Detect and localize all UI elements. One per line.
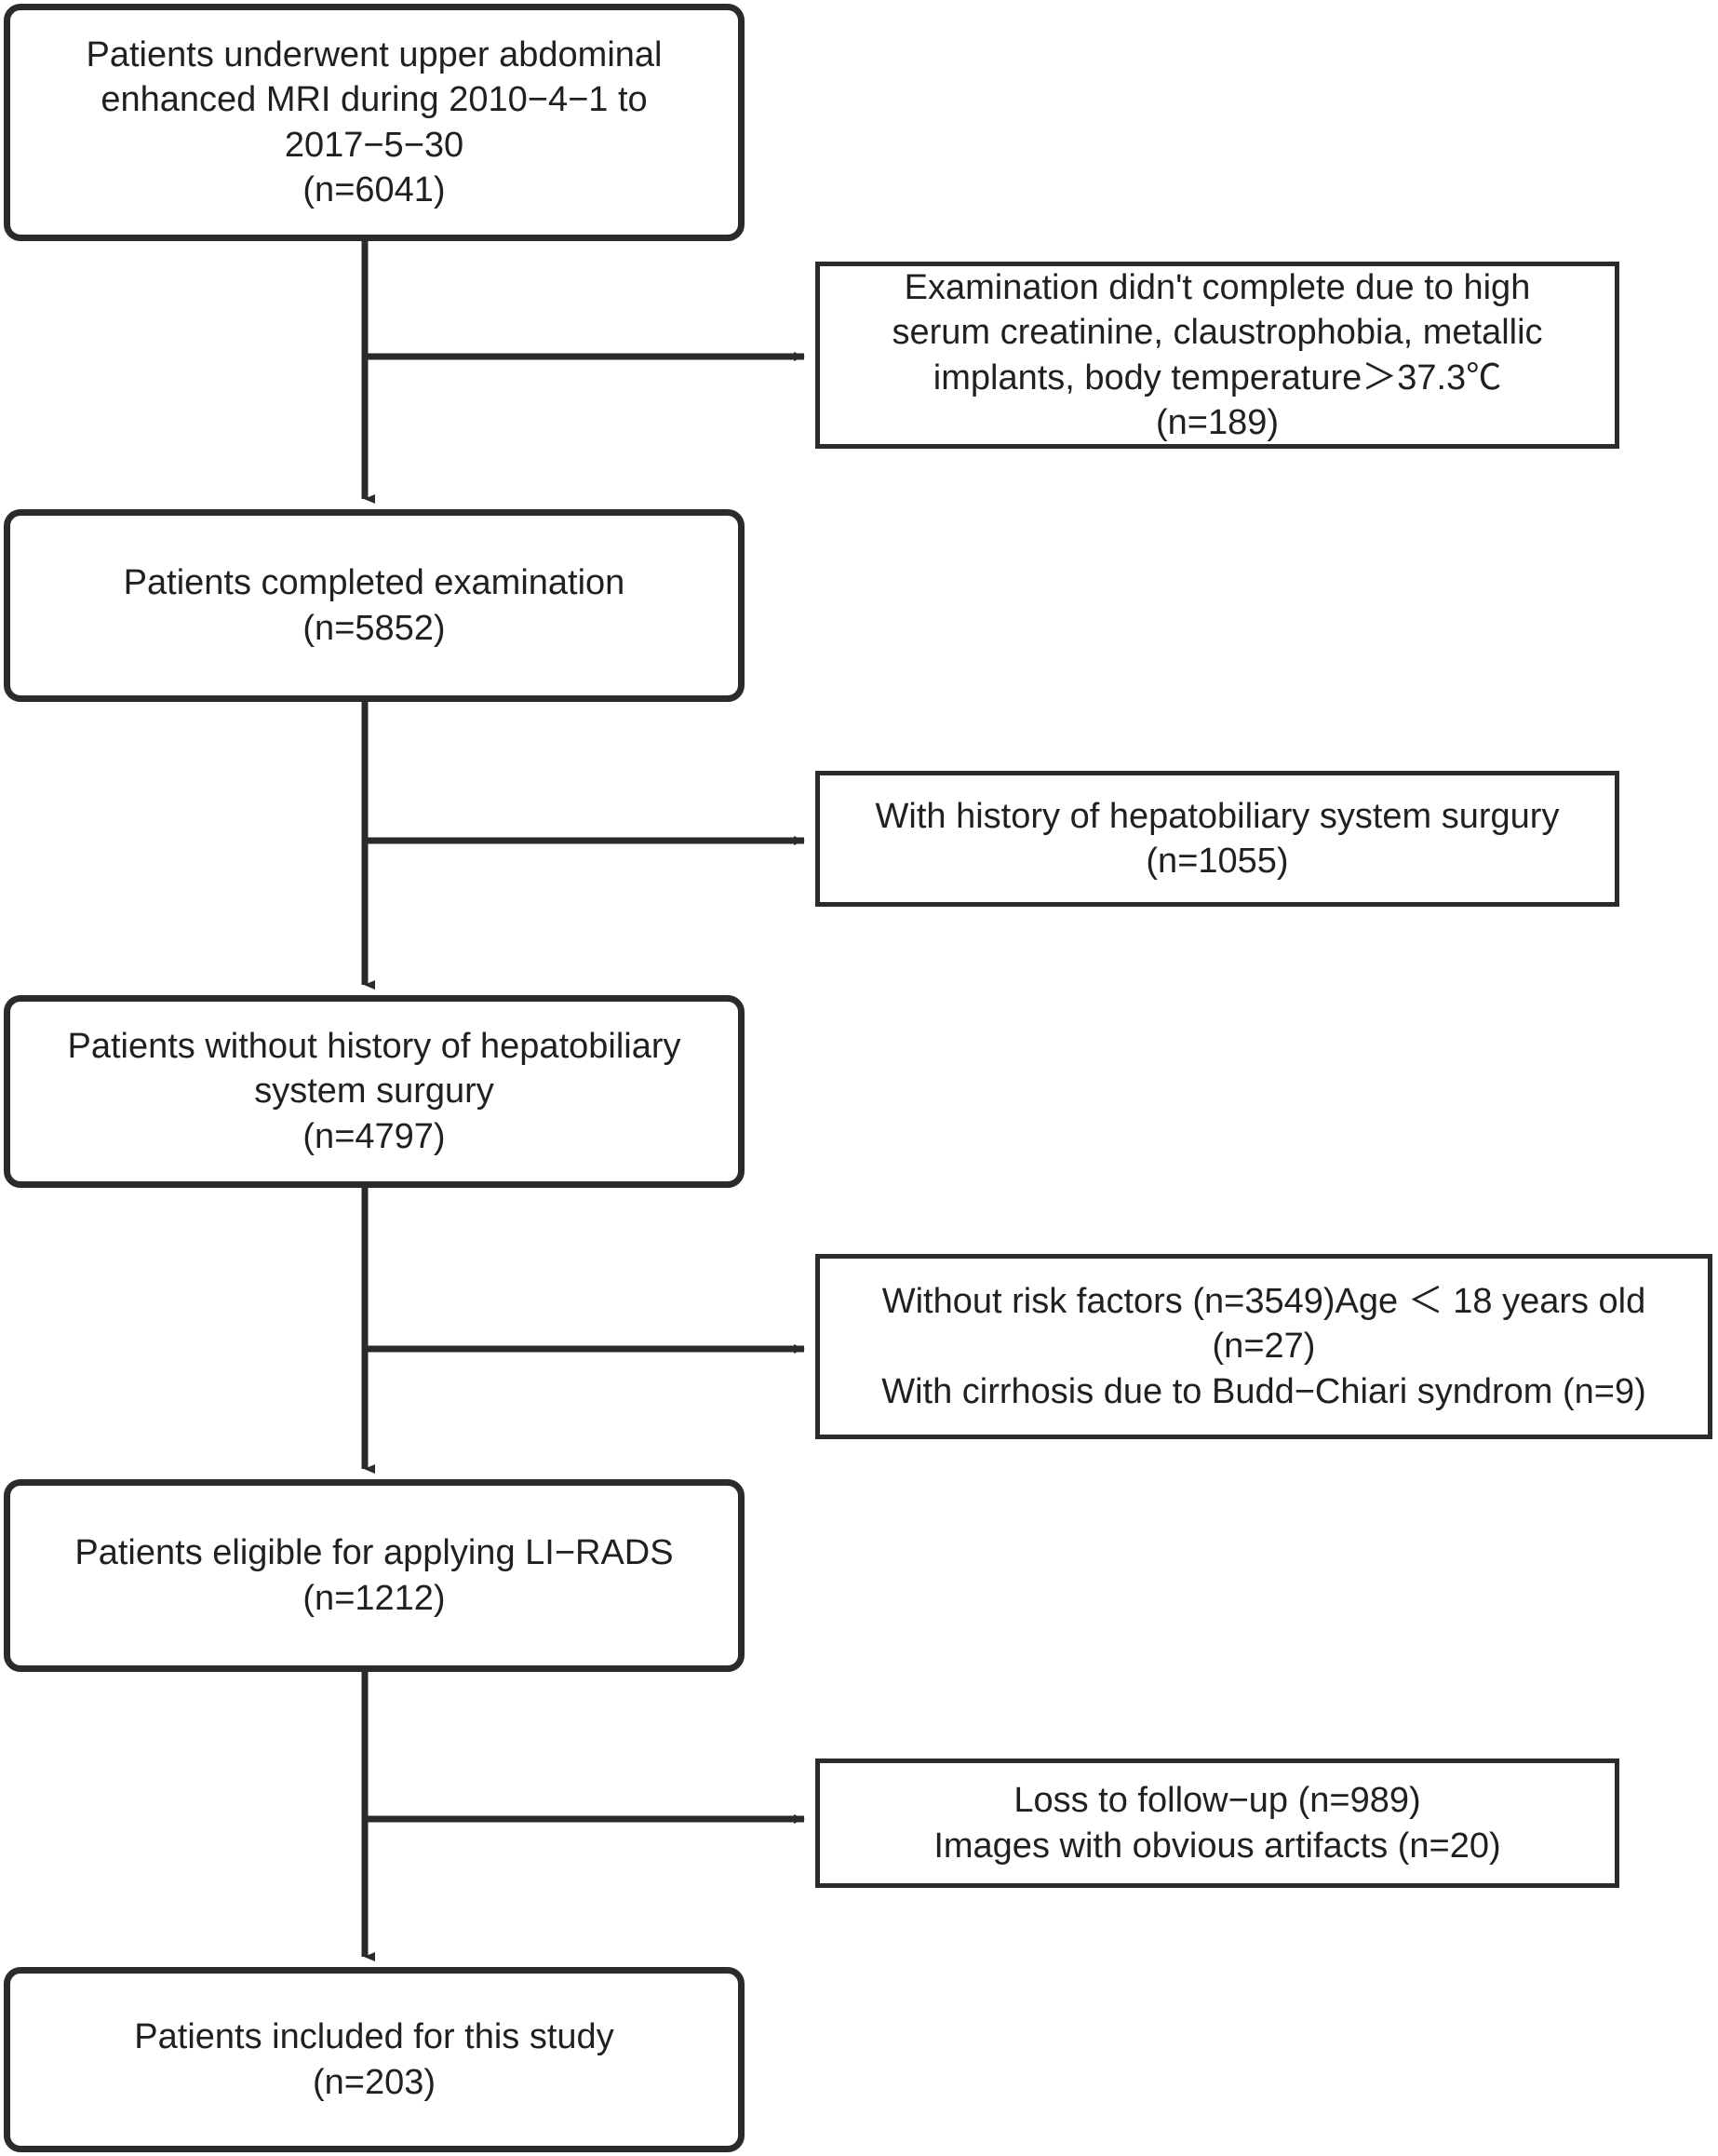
node-exclusion-loss-followup: Loss to follow−up (n=989) Images with ob…	[815, 1758, 1619, 1888]
connector-eligible-to-included	[361, 1672, 805, 1961]
node-exclusion-surgery-history: With history of hepatobiliary system sur…	[815, 771, 1619, 907]
node-patients-included-study: Patients included for this study (n=203)	[4, 1967, 745, 2152]
node-patients-without-surgery-history: Patients without history of hepatobiliar…	[4, 995, 745, 1188]
node-patients-completed-examination: Patients completed examination (n=5852)	[4, 509, 745, 702]
node-exclusion-incomplete-examination: Examination didn't complete due to high …	[815, 262, 1619, 449]
connector-nosurgery-to-eligible	[361, 1188, 805, 1474]
node-patients-eligible-lirads: Patients eligible for applying LI−RADS (…	[4, 1479, 745, 1672]
connector-completed-to-nosurgery	[361, 702, 805, 990]
node-patients-enrolled: Patients underwent upper abdominal enhan…	[4, 4, 745, 241]
connector-enrolled-to-completed	[361, 241, 805, 504]
node-exclusion-risk-factors: Without risk factors (n=3549)Age ＜ 18 ye…	[815, 1254, 1712, 1439]
